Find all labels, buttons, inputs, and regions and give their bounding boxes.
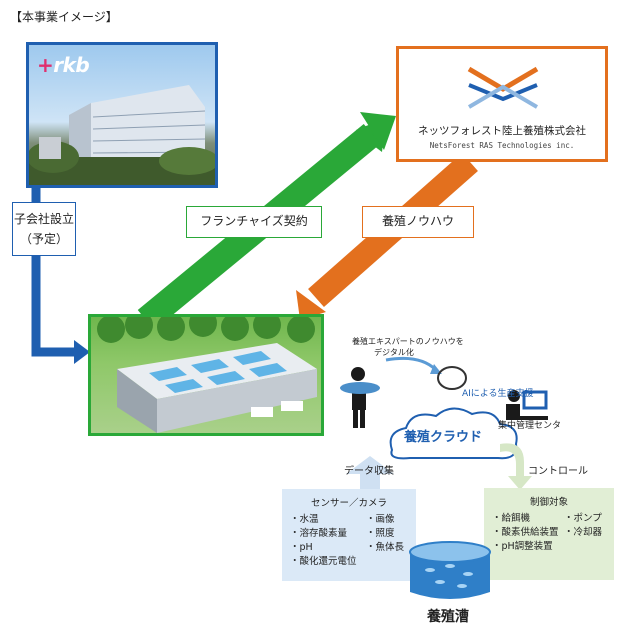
data-collection-label: データ収集 [344,466,394,477]
expert-note: 養殖エキスパートのノウハウを デジタル化 [352,337,464,357]
orange-arrow-head [296,290,326,320]
header-title: 【本事業イメージ】 [10,10,118,24]
sensor-list-2: ・画像 ・照度 ・魚体長 [366,514,405,553]
control-label: コントロール [528,466,588,477]
sensor-box: センサー／カメラ ・水温 ・溶存酸素量 ・pH ・酸化還元電位 ・画像 ・照度 … [282,489,416,581]
control-targets-box: 制御対象 ・給餌機 ・酸素供給装置 ・pH調整装置 ・ポンプ ・冷却器 [484,488,614,580]
expert-icon [340,367,380,428]
control-targets-title: 制御対象 [529,497,568,508]
tank-icon [409,541,491,599]
netsforest-box: ネッツフォレスト陸上養殖株式会社 NetsForest RAS Technolo… [396,46,608,162]
control-center-label: 集中管理センタ [498,421,562,431]
sensor-list-1: ・水温 ・溶存酸素量 ・pH ・酸化還元電位 [290,514,357,567]
facility-illustration [88,314,324,436]
tank-label: 養殖漕 [427,609,469,625]
building-illustration [29,85,215,185]
cloud-shape [389,407,518,460]
subsidiary-label: 子会社設立 （予定） [12,202,76,256]
netsforest-english-name: NetsForest RAS Technologies inc. [429,141,575,150]
netsforest-name: ネッツフォレスト陸上養殖株式会社 [418,125,586,137]
brain-icon [437,366,467,390]
control-list-1: ・給餌機 ・酸素供給装置 ・pH調整装置 [492,513,559,552]
rkb-logo: +rkb [37,53,90,77]
computer-icon [506,390,548,420]
cloud-label: 養殖クラウド [404,430,483,445]
knowhow-label: 養殖ノウハウ [362,206,474,238]
cloud-diagram-graphics [340,356,548,490]
franchise-label: フランチャイズ契約 [186,206,322,238]
blue-arrow-head [74,340,90,364]
netsforest-logo-icon [467,66,539,109]
control-list-2: ・ポンプ ・冷却器 [564,513,603,538]
ai-support-label: AIによる生産支援 [462,389,534,399]
sensor-title: センサー／カメラ [310,498,387,509]
rkb-photo: +rkb [26,42,218,188]
